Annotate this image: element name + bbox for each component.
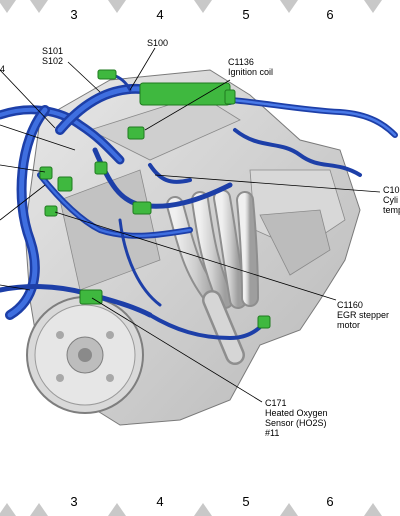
connector-green (44, 205, 58, 217)
ignition-coil-connector (139, 82, 231, 106)
ruler-marker (0, 0, 16, 13)
connector-green (94, 161, 108, 175)
top-grid-ruler: 3 4 5 6 (0, 0, 400, 30)
ruler-marker (280, 0, 298, 13)
leader-lines (0, 47, 381, 403)
egr-connector (257, 315, 271, 329)
label-c10-line2: Cyli (383, 195, 398, 205)
ruler-number-4: 4 (156, 7, 164, 22)
connector-green (57, 176, 73, 192)
ruler-marker (108, 0, 126, 13)
label-c1160-line3: motor (337, 320, 361, 330)
label-left-fragment: 4 (0, 64, 6, 74)
label-s101: S101 (42, 46, 64, 56)
label-c1160-id: C1160 (337, 300, 363, 310)
label-c10-line3: temp (383, 205, 400, 215)
ruler-number-5: 5 (242, 7, 250, 22)
exhaust-manifold (166, 189, 259, 365)
label-s100: S100 (147, 38, 169, 48)
label-c171-line4: #11 (265, 428, 280, 438)
label-c1136-id: C1136 (228, 57, 254, 67)
label-c1160-line2: EGR stepper (337, 310, 390, 320)
ruler-number-6: 6 (326, 7, 334, 22)
ruler-marker (30, 503, 48, 516)
s100-connector (97, 69, 117, 80)
ruler-marker (194, 503, 212, 516)
label-c171-line2: Heated Oxygen (265, 408, 328, 418)
label-c171-line3: Sensor (HO2S) (265, 418, 327, 428)
flywheel (26, 296, 144, 414)
label-c10-id: C10 (383, 185, 400, 195)
ruler-number-4: 4 (156, 494, 164, 509)
bottom-grid-ruler: 3 4 5 6 (0, 486, 400, 516)
ruler-marker (280, 503, 298, 516)
label-c171-id: C171 (265, 398, 287, 408)
ruler-marker (364, 503, 382, 516)
ruler-marker (194, 0, 212, 13)
ruler-marker (364, 0, 382, 13)
connector-green (127, 126, 145, 140)
label-c1136-name: Ignition coil (228, 67, 274, 77)
ruler-marker (0, 503, 16, 516)
ruler-number-5: 5 (242, 494, 250, 509)
ruler-number-6: 6 (326, 494, 334, 509)
ruler-number-3: 3 (70, 494, 78, 509)
connector-green (132, 201, 152, 215)
connector-green (224, 89, 236, 105)
ruler-number-3: 3 (70, 7, 78, 22)
label-s102: S102 (42, 56, 64, 66)
connector-green (39, 166, 53, 180)
connectors (39, 69, 271, 329)
ruler-marker (30, 0, 48, 13)
ruler-marker (108, 503, 126, 516)
